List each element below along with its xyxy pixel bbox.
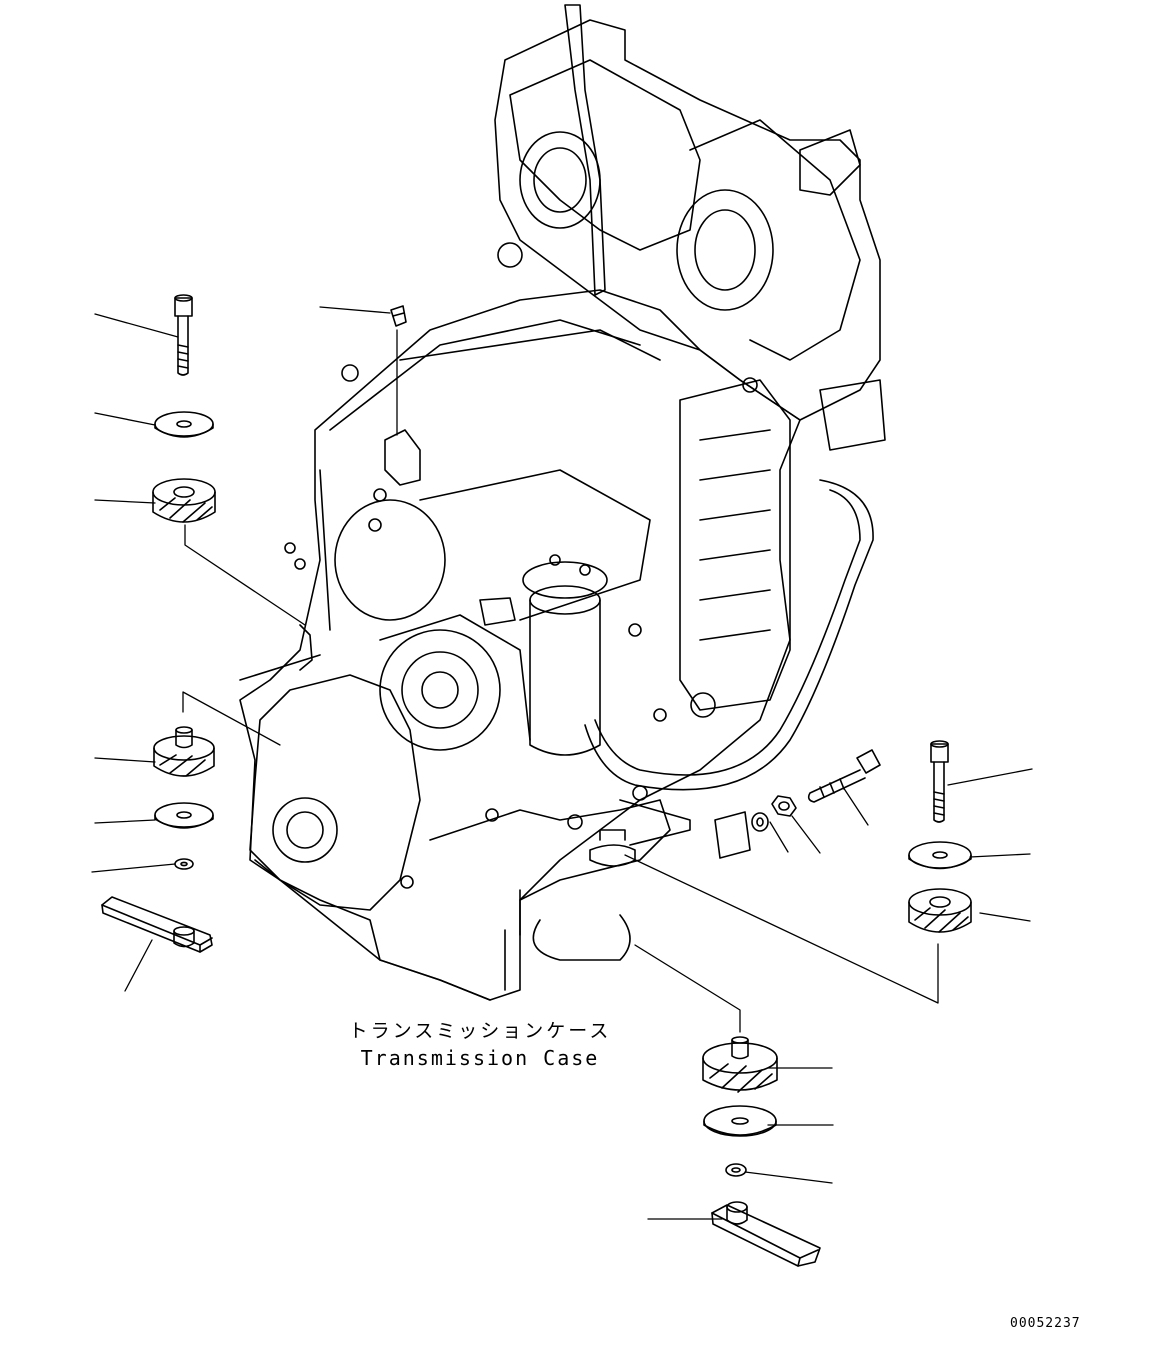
- transmission-case-drawing: [239, 4, 886, 1001]
- bolt-upper-right-icon: [930, 740, 949, 823]
- figure-id: 00052237: [1010, 1316, 1081, 1331]
- rubber-mount-lower-left-icon: [153, 726, 215, 777]
- part-label-english: Transmission Case: [360, 1046, 600, 1070]
- bolt-upper-left-icon: [174, 294, 193, 376]
- bolt-diagonal-icon: [807, 749, 881, 803]
- lock-washer-icon: [751, 812, 769, 832]
- washer-upper-left-icon: [154, 411, 214, 438]
- leader-lines: [91, 306, 1033, 1220]
- rubber-mount-lower-right-icon: [702, 1036, 778, 1093]
- spring-washer-left-icon: [174, 858, 194, 870]
- plate-nut-left-icon: [101, 896, 213, 953]
- plug-cap-icon: [390, 305, 407, 327]
- washer-lower-left-icon: [154, 802, 214, 829]
- nut-icon: [771, 795, 797, 817]
- spring-washer-right-icon: [725, 1163, 747, 1177]
- part-label-japanese: トランスミッションケース: [348, 1020, 612, 1042]
- rubber-mount-upper-left-icon: [152, 478, 216, 523]
- plate-nut-right-icon: [711, 1201, 821, 1267]
- washer-upper-right-icon: [908, 841, 972, 870]
- rubber-mount-upper-right-icon: [908, 888, 972, 933]
- washer-lower-right-icon: [703, 1105, 777, 1137]
